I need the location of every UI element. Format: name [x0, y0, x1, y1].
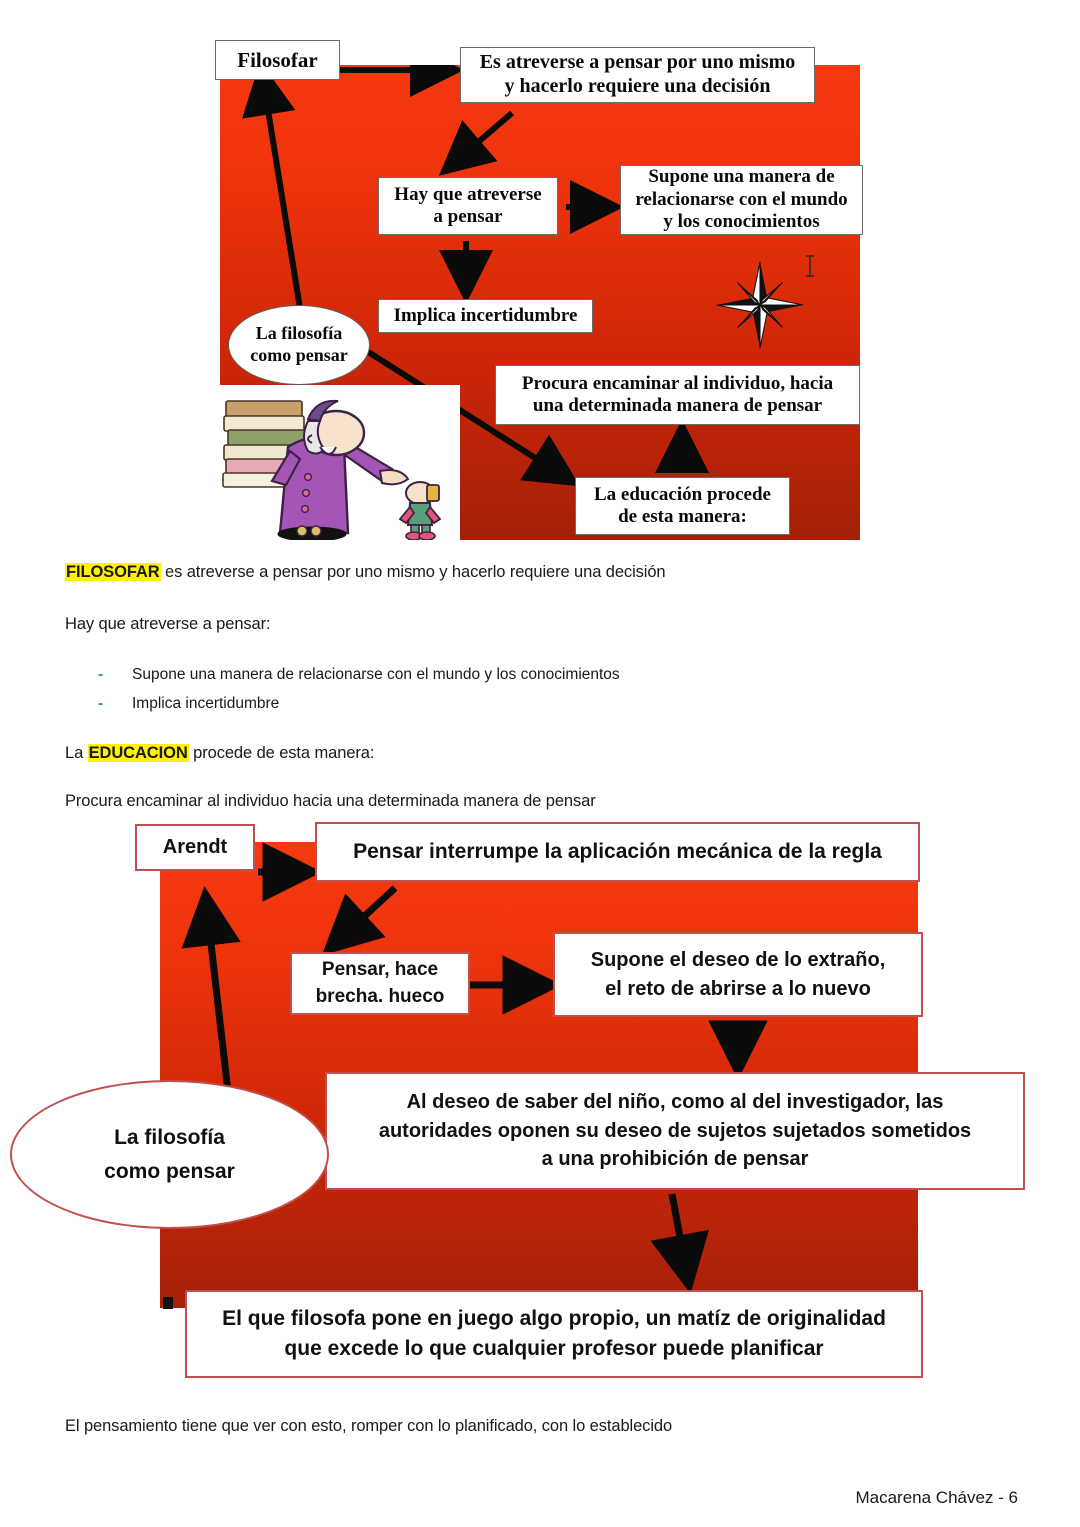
node-procura-encaminar: Procura encaminar al individuo, hacia un…: [495, 365, 860, 425]
bullet-dash-icon: -: [98, 666, 104, 683]
node-la-educacion-procede: La educación procede de esta manera:: [575, 477, 790, 535]
paragraph-text: El pensamiento tiene que ver con esto, r…: [65, 1417, 673, 1435]
node-text-line: como pensar: [250, 345, 348, 365]
node-text-line: brecha. hueco: [315, 985, 445, 1007]
text-cursor-icon: [806, 255, 814, 277]
diagram-filosofar: Filosofar Es atreverse a pensar por uno …: [215, 40, 863, 540]
node-text-line: a pensar: [433, 206, 503, 227]
paragraph-text: procede de esta manera:: [188, 744, 375, 762]
node-text-line: Implica incertidumbre: [393, 304, 578, 326]
node-text-line: a una prohibición de pensar: [541, 1148, 809, 1171]
highlight-filosofar: FILOSOFAR: [65, 563, 161, 581]
diagram-arendt: Arendt Pensar interrumpe la aplicación m…: [10, 822, 1025, 1378]
node-el-que-filosofa: El que filosofa pone en juego algo propi…: [185, 1290, 923, 1378]
node-implica-incertidumbre: Implica incertidumbre: [378, 299, 593, 333]
node-text-line: que excede lo que cualquier profesor pue…: [284, 1337, 824, 1360]
paragraph-filosofar: FILOSOFAR es atreverse a pensar por uno …: [65, 563, 666, 582]
node-text-line: de esta manera:: [618, 506, 747, 527]
node-text-line: como pensar: [104, 1159, 235, 1183]
node-text-line: el reto de abrirse a lo nuevo: [605, 977, 871, 1000]
node-text-line: La educación procede: [594, 483, 771, 505]
node-la-filosofia-como-pensar-ellipse-2: La filosofía como pensar: [10, 1080, 329, 1229]
page-footer: Macarena Chávez - 6: [855, 1488, 1018, 1508]
list-item: - Supone una manera de relacionarse con e…: [98, 666, 620, 684]
node-pensar-hace-brecha: Pensar, hace brecha. hueco: [290, 952, 470, 1015]
node-text-line: El que filosofa pone en juego algo propi…: [222, 1307, 886, 1331]
node-hay-que-atreverse: Hay que atreverse a pensar: [378, 177, 558, 235]
node-arendt: Arendt: [135, 824, 255, 871]
node-text-line: una determinada manera de pensar: [532, 395, 823, 416]
node-supone-manera: Supone una manera de relacionarse con el…: [620, 165, 863, 235]
paragraph-el-pensamiento: El pensamiento tiene que ver con esto, r…: [65, 1417, 672, 1436]
node-text-line: La filosofía: [114, 1125, 225, 1149]
connector-nub: [163, 1297, 173, 1309]
node-text-line: Es atreverse a pensar por uno mismo: [479, 51, 796, 74]
node-text-line: y los conocimientos: [663, 211, 820, 233]
node-supone-deseo-extrano: Supone el deseo de lo extraño, el reto d…: [553, 932, 923, 1017]
professor-with-books-illustration: [220, 385, 460, 540]
highlight-educacion: EDUCACION: [87, 744, 189, 762]
node-text-line: Procura encaminar al individuo, hacia: [521, 372, 834, 394]
paragraph-procura-encaminar: Procura encaminar al individuo hacia una…: [65, 792, 596, 811]
paragraph-text: La: [65, 744, 88, 762]
node-text-line: Supone una manera de: [648, 166, 835, 188]
node-text-line: La filosofía: [255, 323, 343, 344]
paragraph-hay-que-atreverse: Hay que atreverse a pensar:: [65, 615, 271, 634]
node-es-atreverse: Es atreverse a pensar por uno mismo y ha…: [460, 47, 815, 103]
node-text-line: y hacerlo requiere una decisión: [504, 75, 771, 97]
arrow-b4-to-b5: [650, 1193, 709, 1294]
node-la-filosofia-como-pensar-ellipse: La filosofía como pensar: [228, 305, 370, 385]
paragraph-text: Procura encaminar al individuo hacia una…: [65, 792, 596, 810]
node-filosofar: Filosofar: [215, 40, 340, 80]
bullet-dash-icon: -: [98, 695, 104, 712]
footer-label: Macarena Chávez - 6: [855, 1488, 1018, 1507]
node-deseo-de-saber: Al deseo de saber del niño, como al del …: [325, 1072, 1025, 1190]
list-item: - Implica incertidumbre: [98, 695, 279, 713]
node-text-line: Al deseo de saber del niño, como al del …: [406, 1091, 944, 1114]
paragraph-text: es atreverse a pensar por uno mismo y ha…: [160, 563, 666, 581]
node-text-line: Supone el deseo de lo extraño,: [590, 949, 886, 972]
arrow-b1-to-b2: [438, 110, 514, 176]
arrow-ellipse-to-arendt: [181, 886, 241, 1093]
node-text-line: autoridades oponen su deseo de sujetos s…: [378, 1119, 972, 1142]
node-text-line: Pensar interrumpe la aplicación mecánica…: [353, 840, 882, 864]
node-text-line: relacionarse con el mundo: [635, 188, 848, 210]
list-item-label: Implica incertidumbre: [132, 695, 280, 712]
node-arendt-label: Arendt: [162, 836, 228, 859]
node-text-line: Hay que atreverse: [394, 183, 542, 205]
node-pensar-interrumpe: Pensar interrumpe la aplicación mecánica…: [315, 822, 920, 882]
node-text-line: Pensar, hace: [321, 958, 439, 980]
list-item-label: Supone una manera de relacionarse con el…: [132, 666, 620, 683]
node-filosofar-label: Filosofar: [237, 47, 318, 72]
paragraph-text: Hay que atreverse a pensar:: [65, 615, 271, 633]
compass-star-icon: [716, 261, 804, 349]
arrow-b1-to-b2: [321, 885, 398, 956]
paragraph-educacion: La EDUCACION procede de esta manera:: [65, 744, 374, 763]
